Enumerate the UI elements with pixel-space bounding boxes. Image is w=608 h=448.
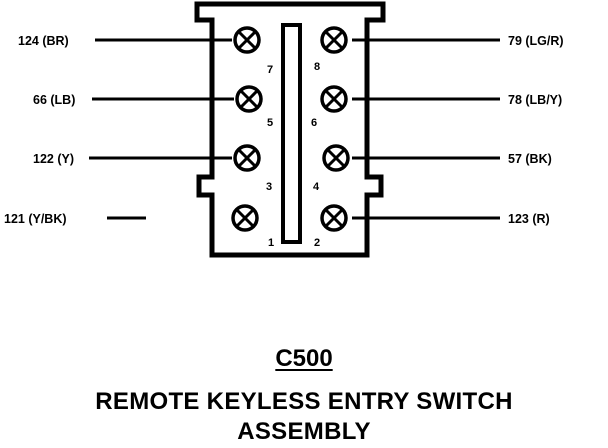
terminal-7 xyxy=(233,26,261,54)
diagram-title-line-2: ASSEMBLY xyxy=(237,418,371,445)
terminal-6 xyxy=(320,85,348,113)
terminal-4 xyxy=(322,144,350,172)
wire-label-79: 79 (LG/R) xyxy=(508,34,564,48)
center-key-slot xyxy=(281,23,302,244)
connector-housing xyxy=(194,1,386,258)
pin-number-7: 7 xyxy=(267,64,273,76)
pin-number-6: 6 xyxy=(311,117,317,129)
terminal-3 xyxy=(233,144,261,172)
pin-number-4: 4 xyxy=(313,181,320,193)
pin-number-1: 1 xyxy=(268,237,274,249)
wire-label-78: 78 (LB/Y) xyxy=(508,93,562,107)
pin-number-8: 8 xyxy=(314,61,320,73)
wire-label-124: 124 (BR) xyxy=(18,34,69,48)
wire-label-121: 121 (Y/BK) xyxy=(4,212,67,226)
diagram-title-line-1: REMOTE KEYLESS ENTRY SWITCH xyxy=(95,388,513,415)
terminal-2 xyxy=(320,204,348,232)
terminal-1 xyxy=(231,204,259,232)
wire-label-57: 57 (BK) xyxy=(508,152,552,166)
pin-number-2: 2 xyxy=(314,237,320,249)
wire-label-123: 123 (R) xyxy=(508,212,550,226)
terminal-8 xyxy=(320,26,348,54)
pin-number-3: 3 xyxy=(266,181,272,193)
wire-label-122: 122 (Y) xyxy=(33,152,74,166)
connector-id: C500 xyxy=(275,345,333,372)
wire-label-66: 66 (LB) xyxy=(33,93,75,107)
terminal-5 xyxy=(235,85,263,113)
pin-number-5: 5 xyxy=(267,117,273,129)
